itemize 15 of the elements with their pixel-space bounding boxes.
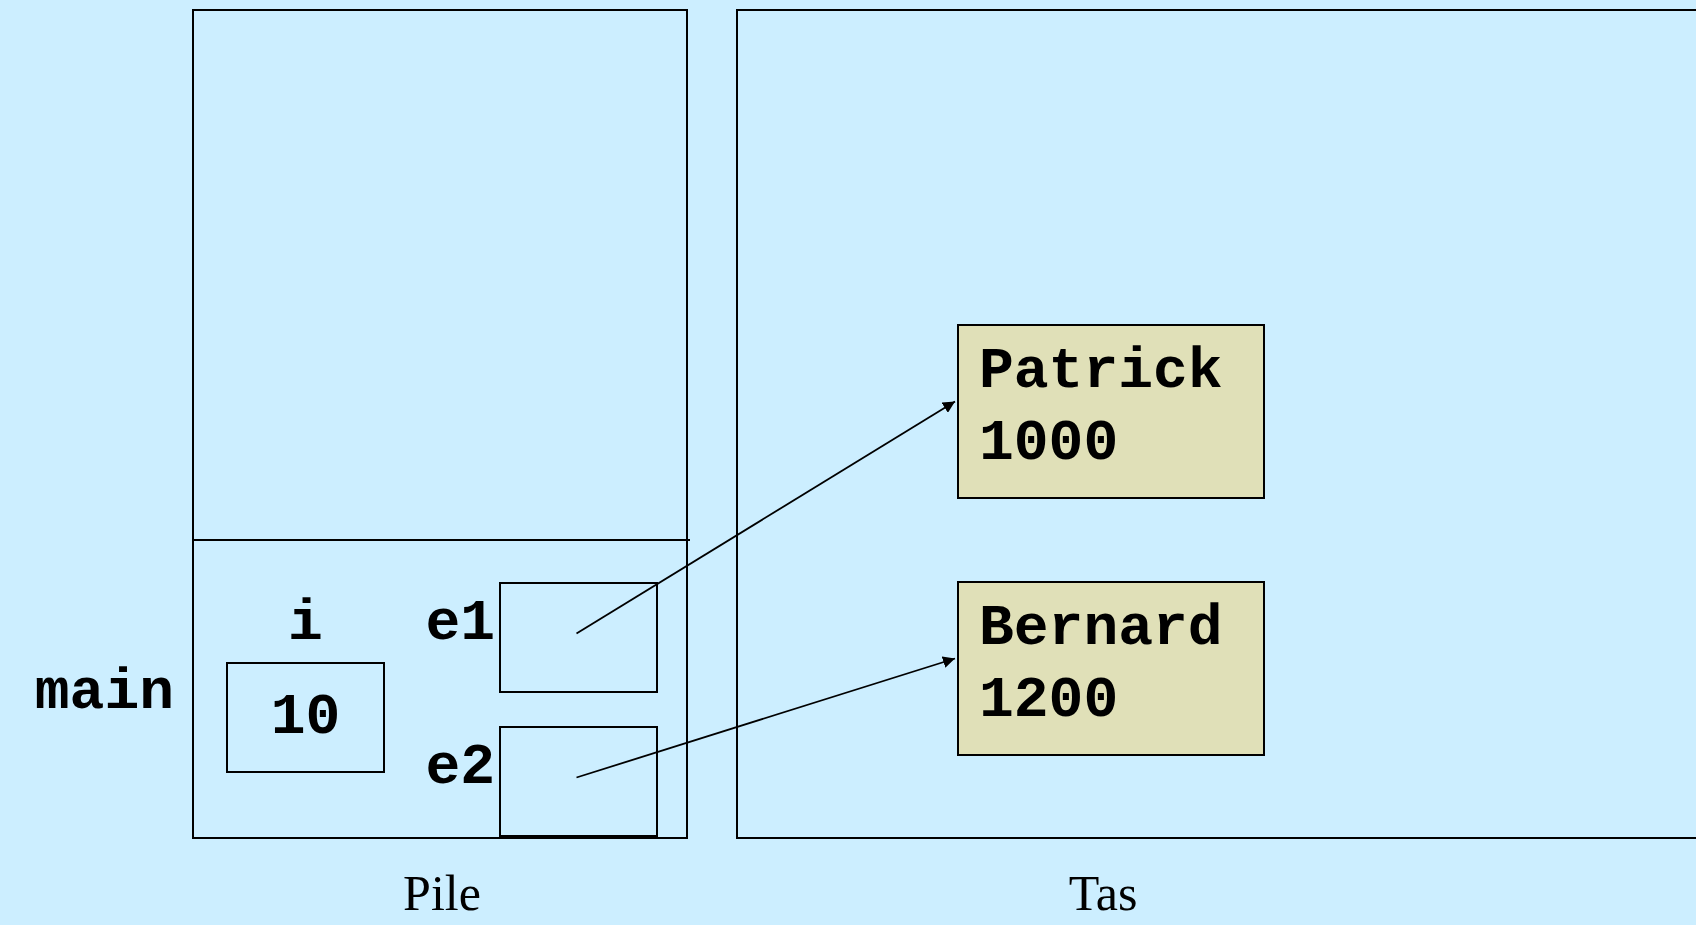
object-value: 1000 <box>978 410 1120 478</box>
pointer-arrow <box>575 400 956 635</box>
variable-value: 10 <box>269 684 342 752</box>
region-label: Tas <box>1067 864 1139 923</box>
object-box <box>957 581 1265 756</box>
object-box <box>957 324 1265 499</box>
variable-name: i <box>287 590 324 658</box>
variable-name: e1 <box>425 590 495 658</box>
object-name: Patrick <box>978 338 1224 406</box>
variable-name: e2 <box>425 734 495 802</box>
object-name: Bernard <box>978 595 1224 663</box>
pointer-arrow <box>575 656 956 779</box>
variable-name: main <box>34 659 174 727</box>
object-value: 1200 <box>978 667 1120 735</box>
region-label: Pile <box>402 864 482 923</box>
